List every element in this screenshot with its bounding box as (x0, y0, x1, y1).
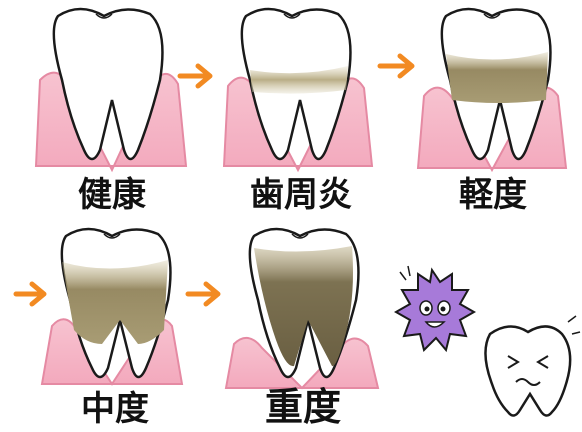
stage-label-moderate: 中度 (60, 392, 170, 426)
arrow-right-icon (16, 284, 44, 304)
stage-label-severe: 重度 (248, 388, 358, 426)
scared-tooth-icon (485, 316, 580, 416)
stage-label-healthy: 健康 (62, 178, 162, 212)
plaque-severe (254, 246, 353, 366)
tooth-mild (418, 9, 566, 170)
arrow-right-icon (180, 66, 210, 86)
tooth-severe (226, 229, 378, 388)
tooth-healthy (36, 9, 186, 170)
stage-label-mild: 軽度 (438, 178, 548, 212)
tooth-gingivitis (224, 9, 372, 170)
plaque-mild (446, 52, 548, 103)
arrow-right-icon (380, 56, 412, 76)
germ-icon (396, 266, 474, 350)
arrow-right-icon (188, 284, 218, 304)
tooth-moderate (42, 229, 182, 384)
stage-label-gingivitis: 歯周炎 (246, 178, 356, 212)
